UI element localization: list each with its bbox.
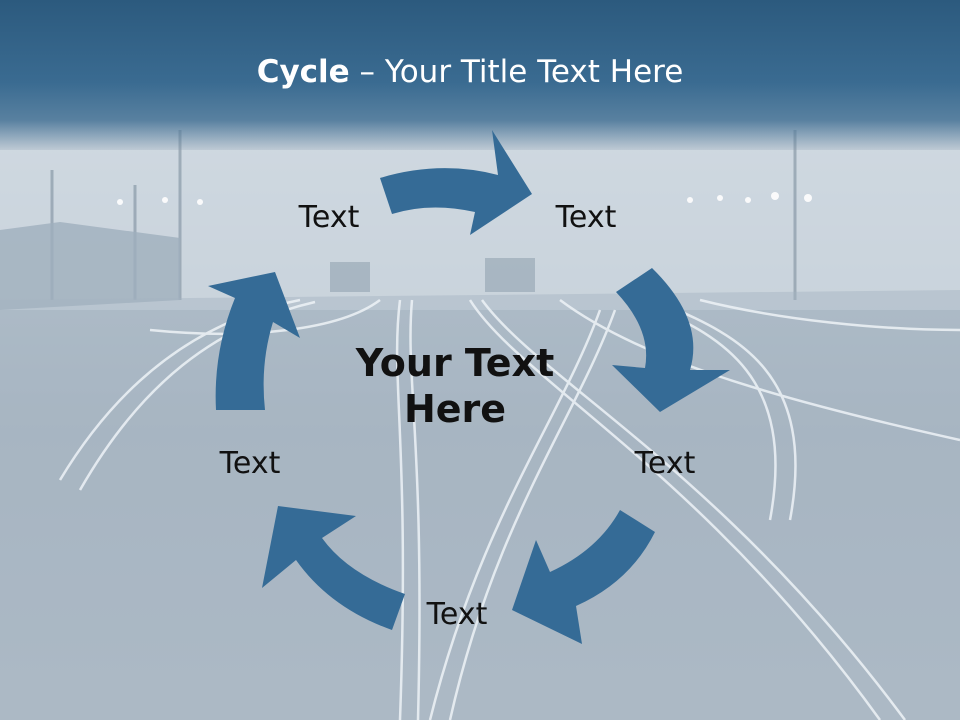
cycle-node-label-3: Text [634,446,696,481]
cycle-node-label-1: Text [298,200,360,235]
slide-title: Cycle – Your Title Text Here [0,54,940,90]
title-rest: – Your Title Text Here [349,54,684,90]
cycle-node-label-2: Text [555,200,617,235]
title-bold: Cycle [256,54,350,90]
center-line-1: Your Text [355,341,555,385]
cycle-arrow-2 [612,268,730,412]
cycle-arrow-5 [208,272,300,410]
cycle-arrow-3 [512,510,655,644]
cycle-arrow-4 [262,506,405,630]
title-band [0,0,960,150]
center-text: Your Text Here [330,340,580,432]
cycle-node-label-5: Text [219,446,281,481]
center-line-2: Here [403,387,507,431]
cycle-arrow-1 [380,130,532,235]
cycle-node-label-4: Text [426,597,488,632]
